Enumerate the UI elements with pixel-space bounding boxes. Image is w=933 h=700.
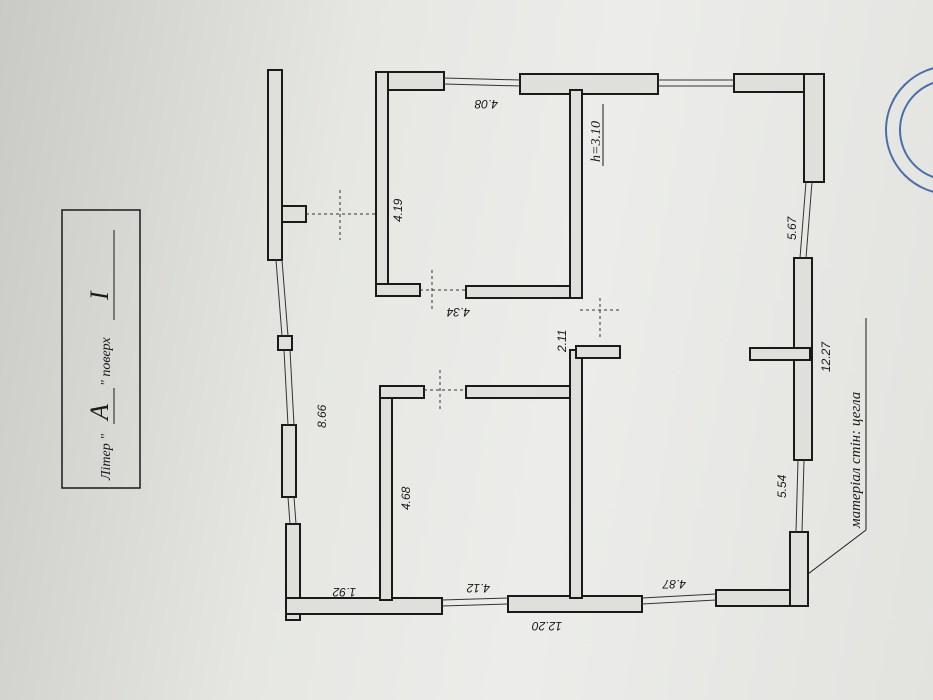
- height-label: h=3.10: [589, 121, 604, 162]
- wall-left-top: [267, 69, 283, 261]
- left-room-walls: [379, 345, 621, 601]
- wall-right-top: [803, 73, 825, 183]
- wall-left-mid: [281, 424, 297, 498]
- ceiling-height: h=3.10: [589, 104, 604, 166]
- window-line: [441, 597, 509, 601]
- window-line: [795, 459, 799, 533]
- dim-top-room-depth: 4.19: [391, 198, 405, 222]
- floor-prefix: " поверх: [99, 337, 114, 386]
- window-line: [289, 349, 295, 426]
- dim-corridor: 2.11: [555, 330, 569, 353]
- liter-value: А: [85, 404, 114, 422]
- dim-bottom-mid: 4.12: [466, 581, 490, 595]
- wall-room1-left: [375, 71, 389, 297]
- top-wall: [375, 71, 734, 95]
- dim-left-room-depth: 4.68: [399, 486, 413, 510]
- wall-room2-top-a: [379, 385, 425, 399]
- wall-left-pier: [277, 335, 293, 351]
- wall-partition-stub: [575, 345, 621, 359]
- dim-bottom-left: 1.92: [332, 585, 356, 599]
- wall-right-stub: [749, 347, 811, 361]
- seal-inner: [899, 81, 933, 179]
- dim-left-window-wall: 8.66: [315, 404, 329, 428]
- liter-label-box: Літер " А " поверх I: [61, 209, 141, 489]
- wall-material: матеріал стін: цегла: [848, 392, 864, 529]
- window-line: [443, 83, 521, 87]
- window-line: [805, 181, 813, 259]
- window-line: [281, 259, 289, 337]
- top-room-walls: [375, 71, 583, 299]
- wall-partition-lower: [569, 349, 583, 599]
- window-line: [801, 459, 805, 533]
- wall-top-mid: [519, 73, 659, 95]
- dim-right-upper: 5.67: [785, 215, 799, 240]
- wall-material-note: матеріал стін: цегла: [807, 318, 867, 575]
- dim-top-room-width: 4.08: [474, 97, 498, 111]
- wall-right-bottom: [789, 531, 809, 607]
- wall-partition-upper: [569, 89, 583, 299]
- wall-room2-top-b: [465, 385, 577, 399]
- wall-room1-bottom-b: [465, 285, 577, 299]
- liter-prefix: Літер ": [99, 434, 114, 481]
- window-line: [287, 496, 291, 525]
- bottom-outer-wall: [285, 589, 809, 615]
- dim-overall-width: 12.20: [532, 619, 562, 633]
- wall-room2-left: [379, 385, 393, 601]
- stamp-seal: [885, 67, 933, 193]
- window-line: [641, 593, 717, 599]
- dim-right-lower: 5.54: [775, 474, 789, 498]
- label-frame: [61, 209, 141, 489]
- dim-top-room-bottom: 4.34: [446, 305, 470, 319]
- right-outer-wall: [733, 73, 825, 607]
- door-openings: [306, 190, 620, 410]
- window-line: [441, 603, 509, 607]
- left-outer-wall: [267, 69, 307, 621]
- window-line: [283, 349, 289, 426]
- window-line: [641, 599, 717, 605]
- dim-bottom-right: 4.87: [661, 577, 686, 591]
- window-line: [443, 77, 521, 81]
- wall-left-bottom: [285, 523, 301, 621]
- wall-bottom-1: [285, 597, 443, 615]
- floor-value: I: [85, 290, 114, 301]
- seal-outer: [885, 67, 933, 193]
- dimension-labels: 4.08 4.19 4.34 2.11 4.68 8.66 1.92 4.12 …: [315, 97, 833, 633]
- wall-room1-bottom-a: [375, 283, 421, 297]
- dim-right-overall: 12.27: [819, 341, 833, 372]
- wall-left-stub: [281, 205, 307, 223]
- window-line: [293, 496, 297, 525]
- material-leader: [807, 529, 867, 575]
- window-line: [275, 259, 283, 337]
- window-line: [799, 181, 807, 259]
